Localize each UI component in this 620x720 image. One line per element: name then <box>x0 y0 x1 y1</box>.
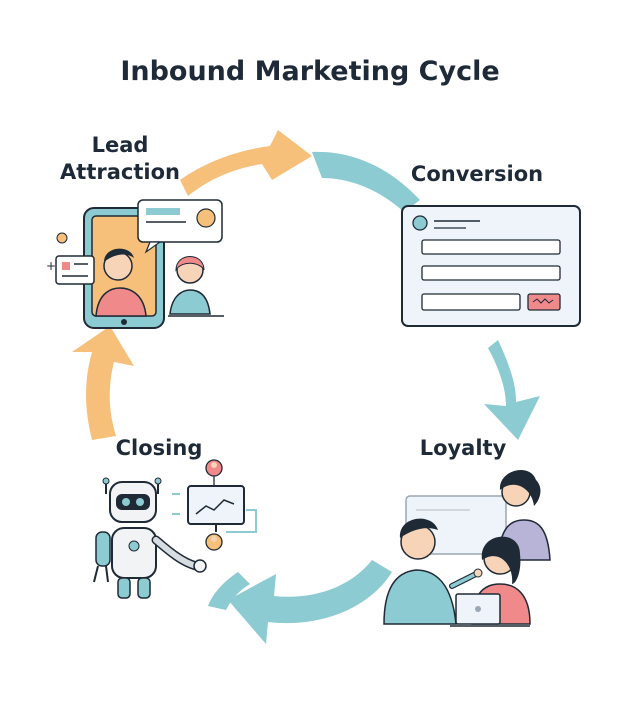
conversion-form-illustration <box>401 205 581 327</box>
loyalty-people-illustration <box>383 469 551 627</box>
arrow-conversion-to-loyalty <box>484 340 540 440</box>
arrow-lead-to-conversion <box>180 130 312 196</box>
arrow-conversion-top <box>312 151 420 212</box>
stage-label-loyalty: Loyalty <box>419 436 507 460</box>
diagram-title: Inbound Marketing Cycle <box>120 56 500 87</box>
stage-label-closing: Closing <box>115 436 203 460</box>
arrow-closing-tail <box>208 572 250 610</box>
lead-attraction-illustration: + <box>46 199 224 329</box>
stage-label-lead-attraction: Lead Attraction <box>52 132 188 186</box>
lead-label-line1: Lead <box>91 133 149 157</box>
closing-robot-illustration <box>93 459 257 599</box>
svg-text:+: + <box>46 259 56 273</box>
stage-label-conversion: Conversion <box>410 162 544 186</box>
lead-label-line2: Attraction <box>60 160 180 184</box>
arrow-closing-to-lead <box>72 326 134 440</box>
arrow-loyalty-to-closing <box>228 560 392 644</box>
